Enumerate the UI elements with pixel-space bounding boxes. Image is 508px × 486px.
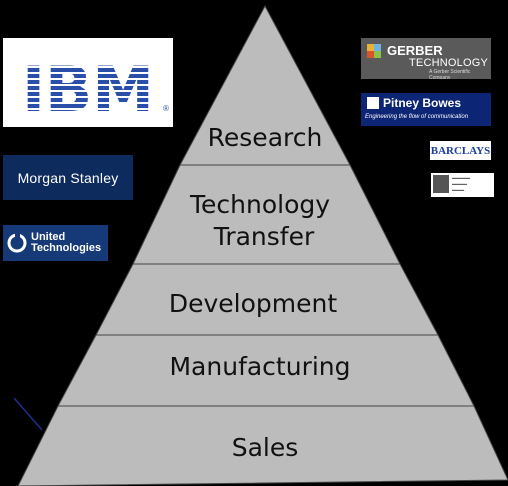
gerber-technology-logo: GERBER TECHNOLOGY A Gerber Scientific Co… [361,38,491,79]
ibm-logo-mark: IBM ® [22,53,169,126]
morgan-stanley-logo: Morgan Stanley [3,155,133,200]
morgan-stanley-text: Morgan Stanley [17,169,119,186]
layer-label-research: Research [208,123,323,152]
united-technologies-logo: United Technologies [3,225,108,261]
united-technologies-mark-icon [7,233,27,253]
pyramid-layer-sales [15,405,508,486]
pitney-bowes-mark-icon [367,97,379,109]
layer-label-technology-transfer: Technology Transfer [189,190,338,251]
united-technologies-text: United Technologies [31,231,102,254]
gerber-mark-icon [367,44,381,58]
layer-label-development: Development [169,289,337,318]
svg-text:®: ® [163,104,169,113]
pitney-bowes-logo: Pitney Bowes Engineering the flow of com… [361,93,491,126]
barclays-logo: BARCLAYS [430,141,491,160]
layer-label-manufacturing: Manufacturing [169,352,350,381]
layer-label-sales: Sales [232,433,299,462]
svg-text:IBM: IBM [22,53,154,126]
national-science-foundation-logo: ━━━━━━━━━━━━━━━ [431,173,494,197]
ibm-logo: IBM ® [3,38,173,127]
decorative-line [13,397,43,431]
nsf-mark-icon [433,175,449,193]
